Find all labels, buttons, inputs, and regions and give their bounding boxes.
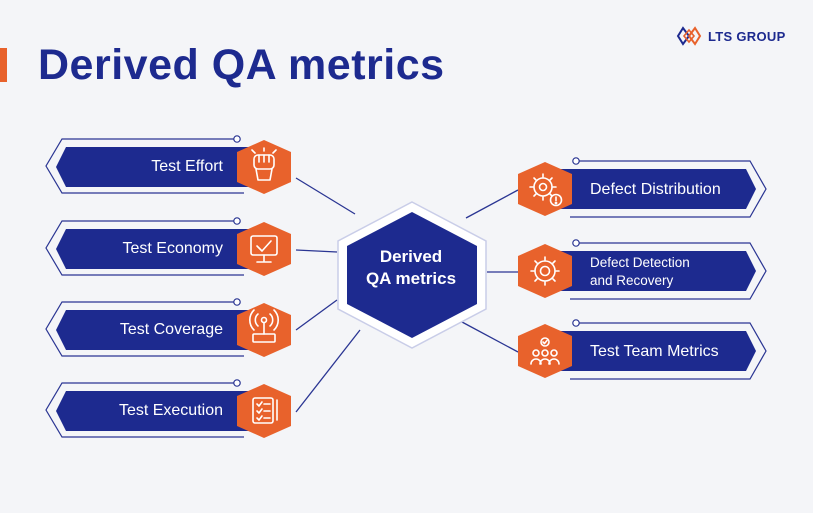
left-dots — [233, 135, 241, 387]
page-title: Derived QA metrics — [38, 41, 445, 89]
left-hexagons — [237, 140, 291, 438]
gear-alert-icon — [529, 173, 563, 207]
outline-defect-detection — [570, 242, 767, 300]
right-dots — [572, 157, 580, 327]
left-outlines — [45, 138, 244, 438]
fist-icon — [251, 147, 277, 181]
gear-icon — [530, 256, 560, 286]
outline-test-coverage — [45, 301, 244, 357]
bar-test-effort — [56, 147, 250, 187]
right-outlines — [570, 160, 767, 380]
outline-test-execution — [45, 382, 244, 438]
center-label: Derived QA metrics — [338, 246, 484, 290]
left-bars — [56, 147, 250, 431]
hex-test-effort — [237, 140, 291, 194]
connector-test-effort — [295, 177, 356, 215]
label-defect-detection: Defect Detection and Recovery — [590, 254, 690, 290]
accent-bar — [0, 48, 7, 82]
label-test-economy: Test Economy — [122, 240, 223, 257]
outline-test-team — [570, 322, 767, 380]
label-defect-distribution: Defect Distribution — [590, 181, 721, 198]
hex-defect-detection — [518, 244, 572, 298]
checklist-icon — [252, 397, 278, 424]
connector-defect-distribution — [465, 189, 519, 219]
connector-test-execution — [295, 329, 361, 413]
right-bars — [560, 169, 756, 371]
connector-test-economy — [295, 249, 338, 253]
bar-test-team — [560, 331, 756, 371]
brand-logo: LTS GROUP — [676, 26, 786, 46]
label-defect-detection-line2: and Recovery — [590, 273, 674, 288]
center-label-line1: Derived — [379, 247, 443, 266]
team-icon — [530, 337, 560, 365]
label-defect-detection-line1: Defect Detection — [590, 255, 690, 270]
label-test-execution: Test Execution — [118, 402, 223, 419]
lts-logo-icon — [676, 26, 702, 46]
outline-test-economy — [45, 220, 244, 276]
bar-defect-distribution — [560, 169, 756, 209]
bar-test-economy — [56, 229, 250, 269]
monitor-check-icon — [250, 235, 278, 263]
center-hexagon — [337, 201, 487, 349]
logo-text: LTS GROUP — [708, 28, 786, 44]
radar-icon — [249, 309, 279, 343]
bar-test-execution — [56, 391, 250, 431]
outline-test-effort — [45, 138, 244, 194]
bar-defect-detection — [560, 251, 756, 291]
label-test-team-metrics: Test Team Metrics — [590, 343, 719, 360]
outline-defect-distribution — [570, 160, 767, 218]
label-test-coverage: Test Coverage — [119, 321, 223, 338]
connector-test-team — [461, 321, 519, 353]
label-test-effort: Test Effort — [151, 158, 223, 175]
connectors — [295, 177, 519, 413]
bar-test-coverage — [56, 310, 250, 350]
connector-test-coverage — [295, 299, 338, 331]
center-label-line2: QA metrics — [365, 269, 457, 288]
